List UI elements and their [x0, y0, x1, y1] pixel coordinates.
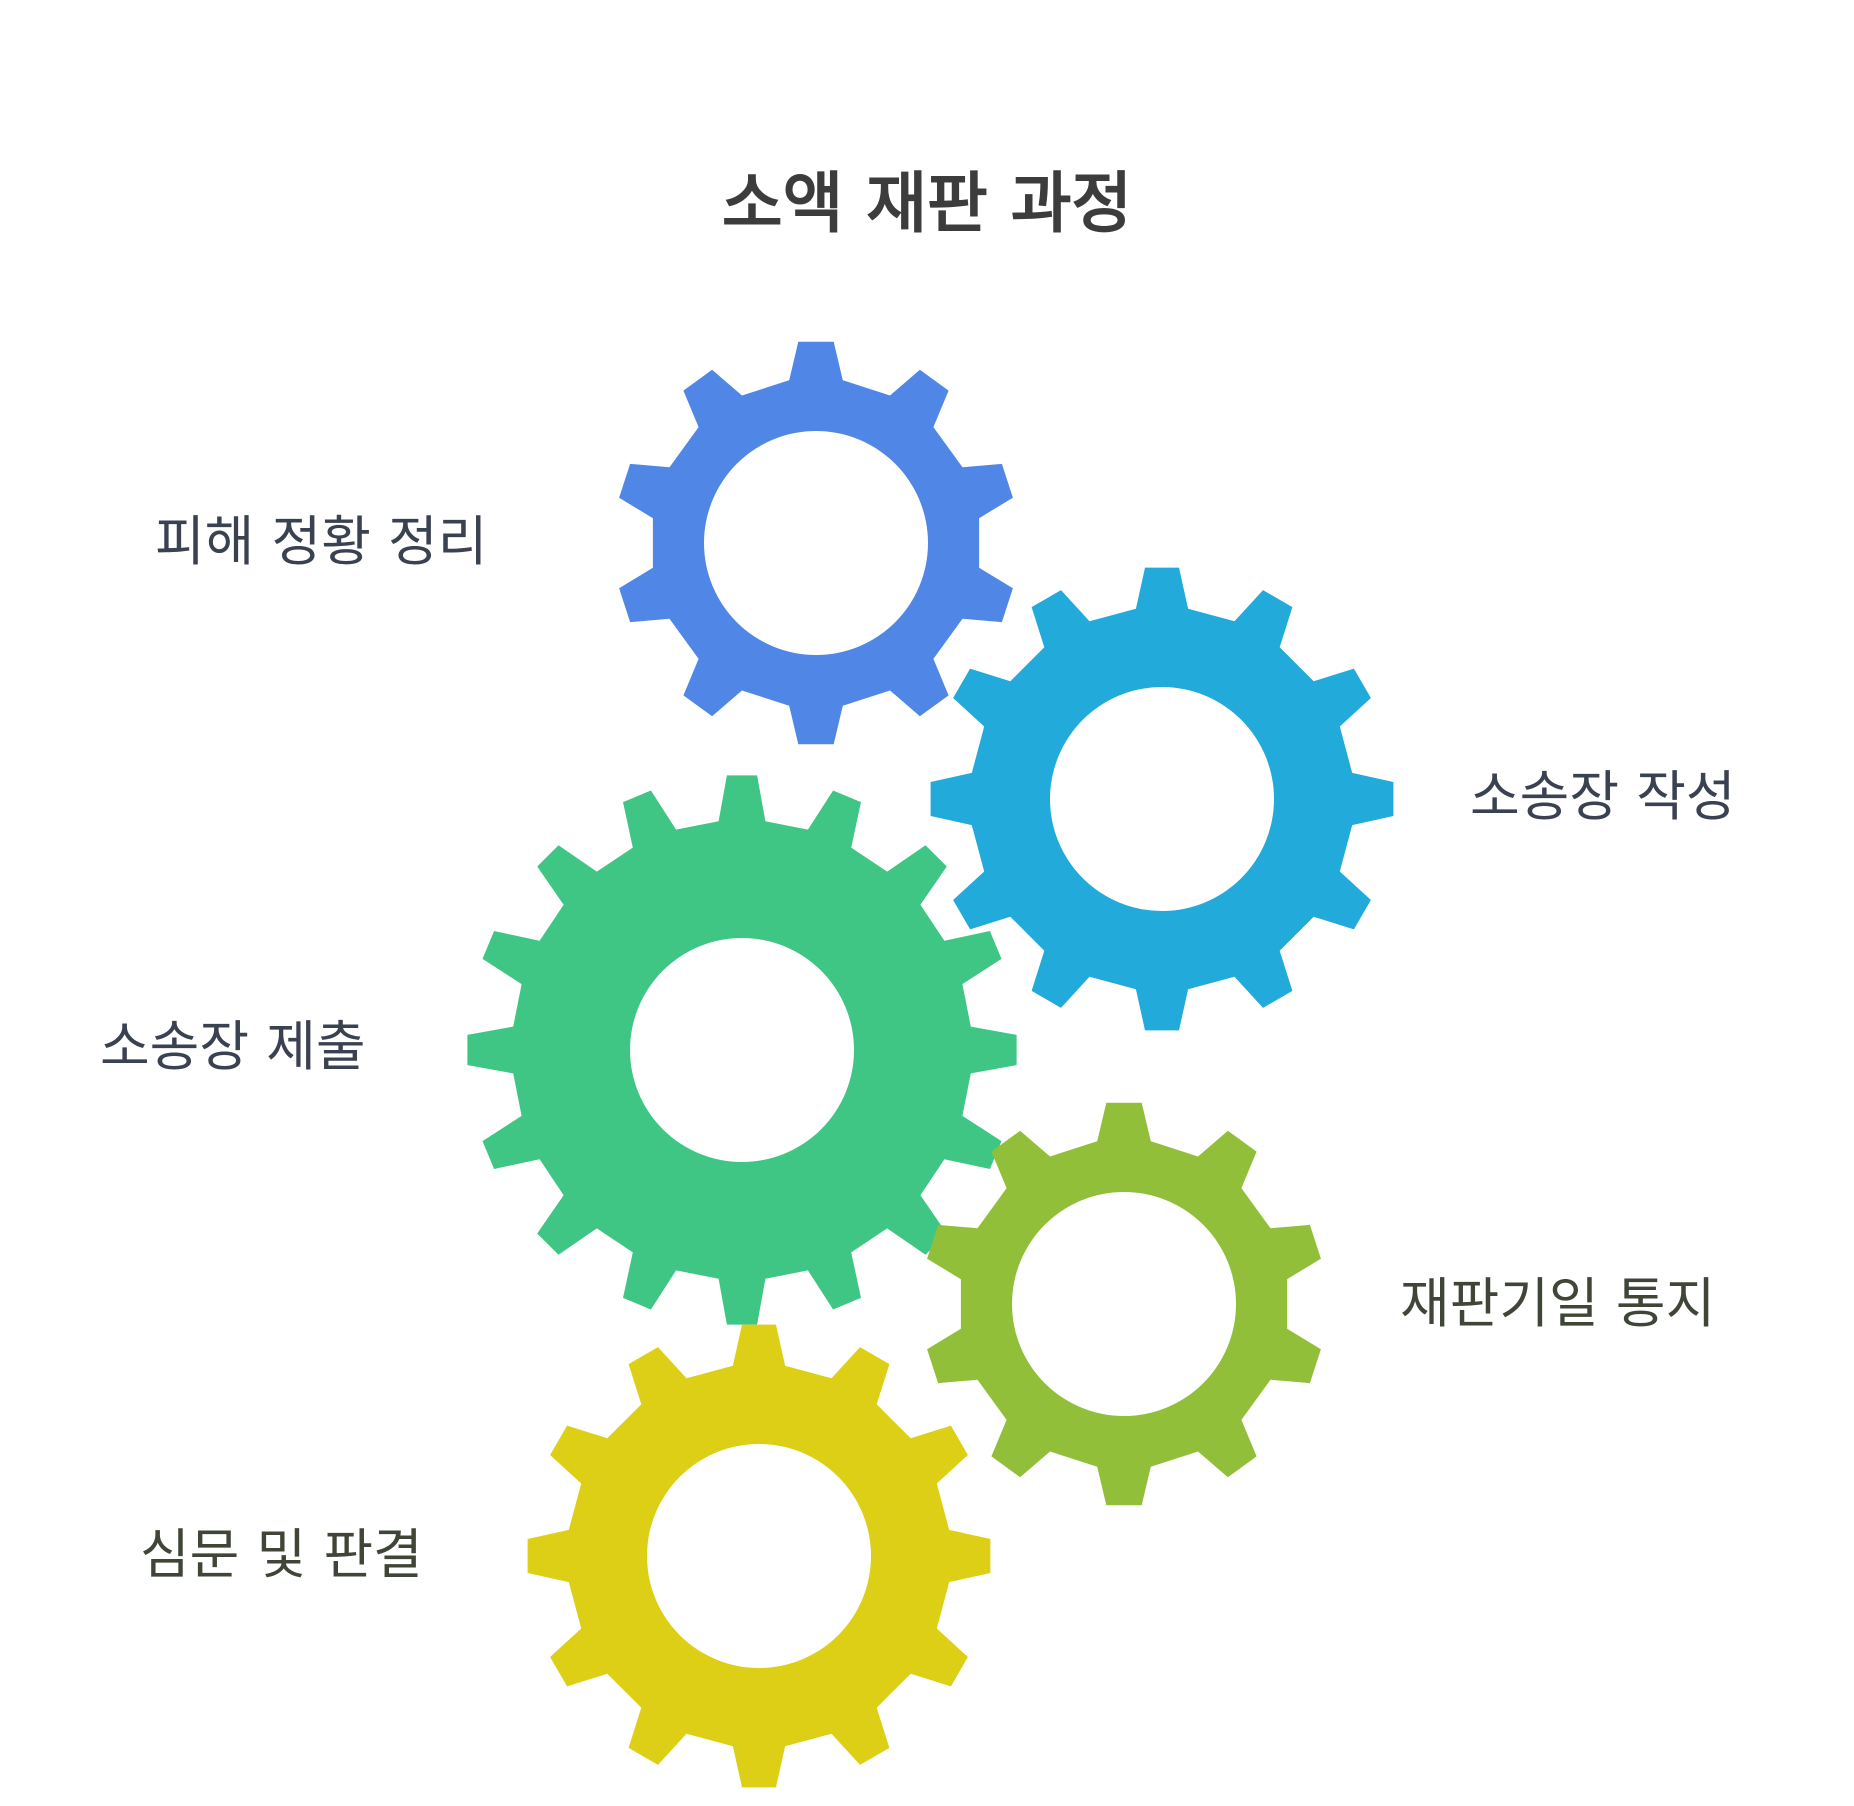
step-label-3: 소송장 제출 [100, 1015, 366, 1078]
gear-shape-1 [619, 341, 1013, 745]
gear-icon-2 [930, 567, 1394, 1031]
gear-icon-3 [467, 775, 1017, 1325]
diagram-title: 소액 재판 과정 [721, 165, 1133, 242]
step-label-4: 재판기일 통지 [1400, 1272, 1716, 1335]
gear-icon-1 [619, 341, 1013, 745]
gear-shape-2 [930, 567, 1394, 1031]
step-label-2: 소송장 작성 [1470, 765, 1736, 828]
gear-icon-5 [527, 1324, 991, 1788]
step-label-5: 심문 및 판결 [140, 1523, 423, 1586]
gear-shape-4 [927, 1102, 1321, 1506]
gear-shape-3 [467, 775, 1017, 1325]
gear-icon-4 [927, 1102, 1321, 1506]
step-label-1: 피해 정황 정리 [155, 510, 488, 573]
gear-shape-5 [527, 1324, 991, 1788]
